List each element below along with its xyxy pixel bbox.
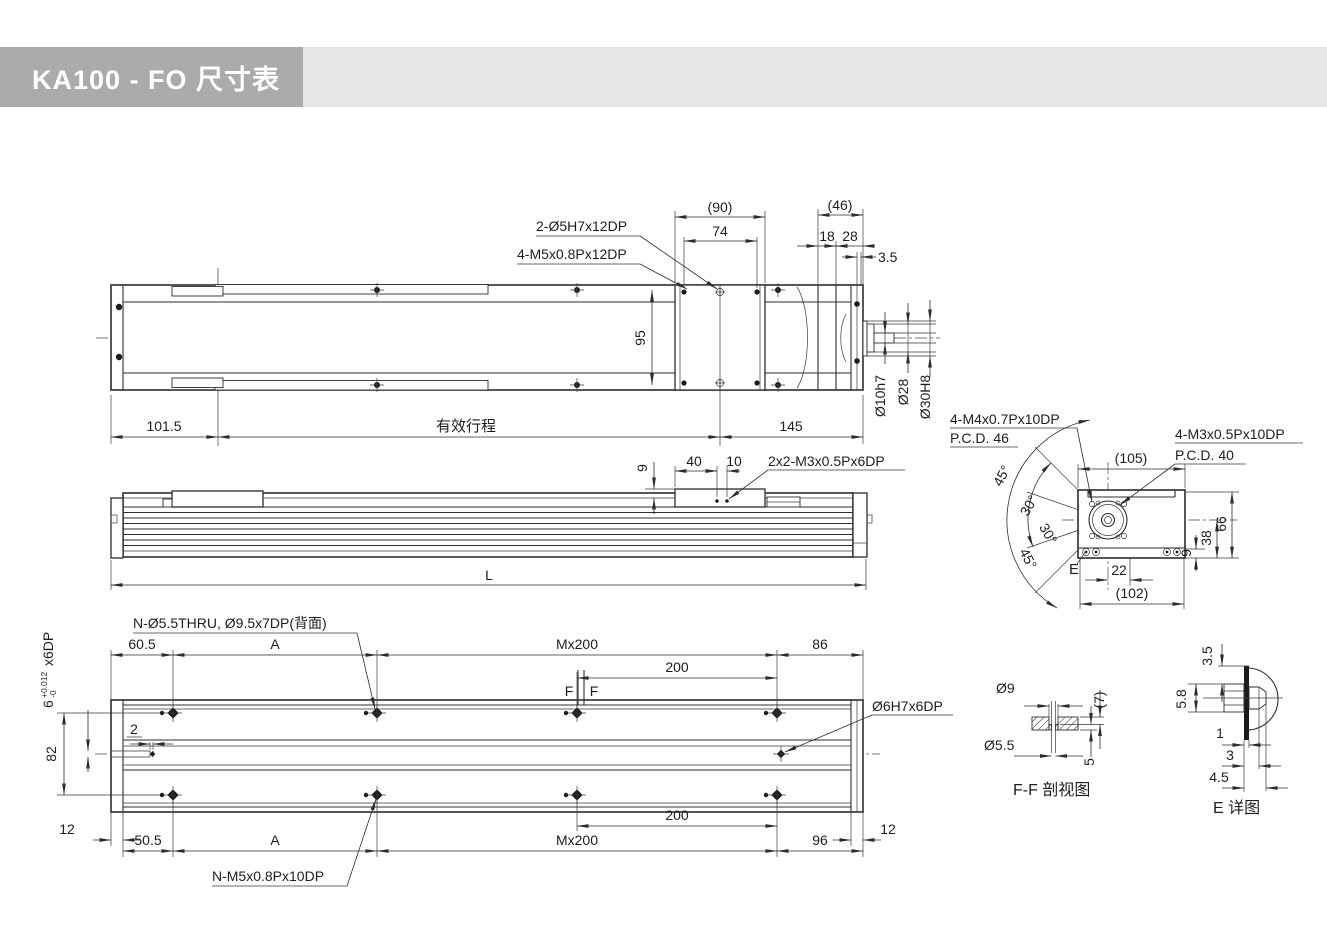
counterbore-holes-row <box>159 704 786 722</box>
angle-30-top: 30° <box>1016 492 1040 518</box>
e-detail-plate <box>1244 666 1249 740</box>
label-pin-holes: 2-Ø5H7x12DP <box>536 218 627 234</box>
dim-12-right: 12 <box>880 821 896 837</box>
dim-a-bottom: A <box>270 832 280 848</box>
ff-section-view: Ø9 Ø5.5 (7) 5 F-F 剖视图 <box>984 680 1107 799</box>
dim-46: (46) <box>828 197 853 213</box>
label-counterbore: N-Ø5.5THRU, Ø9.5x7DP(背面) <box>133 615 327 631</box>
label-m3-taps: 4-M3x0.5Px10DP <box>1175 426 1285 442</box>
dim-40: 40 <box>686 453 702 469</box>
label-pcd46: P.C.D. 46 <box>950 430 1009 446</box>
dim-e-5-8: 5.8 <box>1173 689 1189 709</box>
rail-screws <box>370 283 785 392</box>
dim-96: 96 <box>812 832 828 848</box>
slot-tolerance-label: 6 +0.012 -0 x6DP <box>39 632 58 708</box>
dim-145: 145 <box>779 418 803 434</box>
dim-200-bottom: 200 <box>665 807 689 823</box>
tap-holes-row <box>159 786 786 804</box>
label-m4-taps: 4-M4x0.7Px10DP <box>950 411 1060 427</box>
section-mark-f-right: F <box>590 683 599 699</box>
angle-30-bottom: 30° <box>1036 520 1060 546</box>
dim-a-top: A <box>270 636 280 652</box>
dim-200-top: 200 <box>665 659 689 675</box>
dim-effective-stroke: 有效行程 <box>436 418 496 435</box>
section-mark-f-left: F <box>565 683 574 699</box>
dim-e-4-5: 4.5 <box>1209 769 1229 785</box>
label-bottom-taps: N-M5x0.8Px10DP <box>212 868 324 884</box>
side-view: 9 40 10 2x2-M3x0.5Px6DP L <box>110 453 905 590</box>
title-bar-extension <box>303 47 1327 107</box>
dim-60-5: 60.5 <box>128 636 155 652</box>
slot-tol-upper: +0.012 <box>39 671 49 698</box>
dim-74: 74 <box>712 223 728 239</box>
slot-suffix: x6DP <box>40 632 56 666</box>
label-dowel: Ø6H7x6DP <box>872 698 943 714</box>
dim-66: 66 <box>1213 516 1229 532</box>
dowel-hole <box>773 746 789 762</box>
dim-82: 82 <box>43 746 59 762</box>
dim-ff-d9: Ø9 <box>996 680 1015 696</box>
dim-101-5: 101.5 <box>146 418 181 434</box>
dim-95: 95 <box>632 330 648 346</box>
dim-e-3: 3 <box>1226 747 1234 763</box>
title-bar: KA100 - FO 尺寸表 <box>0 47 1327 107</box>
output-shaft <box>862 320 895 357</box>
dim-e-1: 1 <box>1216 725 1224 741</box>
dim-9-end: 9 <box>1178 549 1194 557</box>
bottom-view: F F 60.5 A Mx200 86 200 N-Ø5.5THRU, Ø9.5… <box>39 615 953 887</box>
e-detail-view: 3.5 5.8 1 3 4.5 E 详图 <box>1173 644 1288 817</box>
dim-m200-top: Mx200 <box>556 636 598 652</box>
dim-3-5: 3.5 <box>878 249 898 265</box>
page-title: KA100 - FO 尺寸表 <box>0 47 303 107</box>
top-plan-view: (90) 74 2-Ø5H7x12DP 4-M5x0.8Px12DP (46) … <box>96 197 940 446</box>
dim-12-left: 12 <box>59 821 75 837</box>
ff-caption: F-F 剖视图 <box>1013 781 1090 799</box>
dim-86: 86 <box>812 636 828 652</box>
dim-10: 10 <box>726 453 742 469</box>
dim-22: 22 <box>1111 562 1127 578</box>
label-tap-holes: 4-M5x0.8Px12DP <box>517 246 627 262</box>
dim-2: 2 <box>130 721 138 737</box>
dim-9-side: 9 <box>634 464 650 472</box>
end-view-body <box>1077 489 1186 559</box>
end-view: 45° 30° 30° 45° 4-M4x0.7Px10DP <box>950 411 1303 609</box>
bottom-view-body <box>110 699 864 813</box>
carriage-side <box>674 488 766 508</box>
dim-shoulder-d28: Ø28 <box>895 379 911 406</box>
dim-ff-5: 5 <box>1081 758 1097 766</box>
slot-value: 6 <box>40 700 56 708</box>
dim-e-3-5: 3.5 <box>1199 646 1215 666</box>
dim-38: 38 <box>1198 530 1214 546</box>
dim-18: 18 <box>819 228 835 244</box>
dim-102: (102) <box>1116 585 1149 601</box>
angle-45-top: 45° <box>990 463 1014 489</box>
dim-28: 28 <box>842 228 858 244</box>
dim-ff-d5-5: Ø5.5 <box>984 737 1015 753</box>
carriage-pin-holes <box>715 287 725 388</box>
slot-tol-lower: -0 <box>48 690 58 698</box>
dim-pilot-d30: Ø30H8 <box>917 375 933 420</box>
dim-90: (90) <box>708 199 733 215</box>
dim-L: L <box>485 567 493 583</box>
foot-screws <box>1082 548 1181 556</box>
label-side-taps: 2x2-M3x0.5Px6DP <box>768 453 885 469</box>
page-title-text: KA100 - FO 尺寸表 <box>32 64 281 95</box>
e-caption: E 详图 <box>1213 799 1260 817</box>
dim-50-5: 50.5 <box>134 832 161 848</box>
dim-105: (105) <box>1115 450 1148 466</box>
dim-m200-bottom: Mx200 <box>556 832 598 848</box>
label-pcd40: P.C.D. 40 <box>1175 447 1234 463</box>
angle-45-bottom: 45° <box>1016 546 1040 572</box>
dim-ff-7: (7) <box>1091 691 1107 708</box>
dim-shaft-d10: Ø10h7 <box>872 375 888 417</box>
detail-e-mark: E <box>1069 561 1079 578</box>
